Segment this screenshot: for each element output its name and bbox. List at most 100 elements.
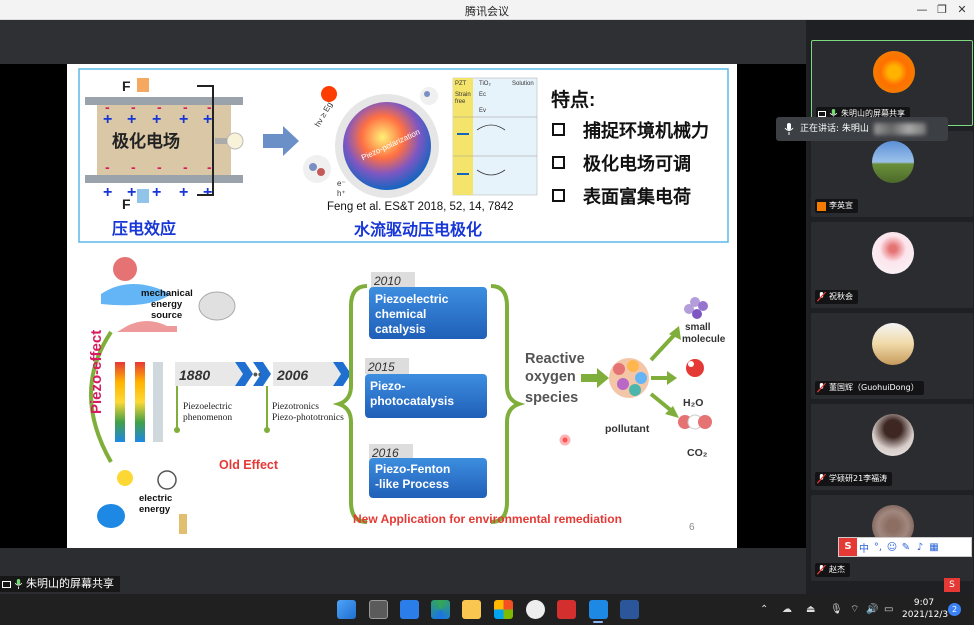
- new-application: New Application for environmental remedi…: [353, 512, 622, 526]
- force-top-arrow: [137, 78, 149, 92]
- speaking-label: 正在讲话: 朱明山: [800, 124, 869, 134]
- box-2-year: 2015: [367, 360, 395, 374]
- tronics-1: Piezotronics: [272, 402, 319, 412]
- svg-text:-: -: [131, 159, 136, 175]
- svg-text:+: +: [179, 184, 188, 201]
- notification-badge[interactable]: 2: [948, 603, 961, 616]
- mech-label-3: source: [151, 310, 182, 321]
- h2o-label: H₂O: [683, 397, 703, 409]
- year-1880: 1880: [179, 367, 210, 383]
- punctuation-icon[interactable]: °,: [873, 541, 883, 553]
- box-1-line-2: chemical: [375, 307, 426, 321]
- piezo-sandwich-diagram: F +++++ +++++ ----- ----- 极化电场 F 压电效应: [85, 78, 244, 238]
- panel-ev: Ev: [479, 108, 486, 114]
- participant-name: 赵杰: [815, 563, 850, 577]
- laser-pointer-icon: [559, 434, 571, 446]
- panel-ec: Ec: [479, 92, 486, 98]
- mic-icon: [14, 579, 23, 589]
- small-molecule-2: molecule: [682, 334, 726, 345]
- landscape-avatar: [872, 141, 914, 183]
- pdf-icon[interactable]: [557, 600, 576, 619]
- pheno-1: Piezoelectric: [183, 402, 232, 412]
- audio-level-icon: [874, 123, 926, 135]
- box-1-line-3: catalysis: [375, 322, 426, 336]
- microphone-icon[interactable]: 🎙: [830, 604, 843, 615]
- voice-input-icon[interactable]: ♪: [916, 541, 924, 553]
- grid-menu-icon[interactable]: ▦: [929, 541, 939, 553]
- mech-label-2: energy: [151, 299, 183, 310]
- svg-text:-: -: [207, 99, 212, 115]
- hole-label: h⁺: [337, 189, 346, 198]
- tronics-2: Piezo-phototronics: [272, 413, 344, 423]
- minimize-button[interactable]: —: [916, 3, 928, 16]
- left-brace: [332, 284, 368, 524]
- task-view-icon[interactable]: [369, 600, 388, 619]
- application-box-1: 2010 Piezoelectric chemical catalysis: [369, 272, 487, 339]
- piezo-effect-curve: [89, 330, 113, 463]
- mech-label-1: mechanical: [141, 288, 193, 299]
- participant-tile[interactable]: 李英宣: [811, 131, 973, 217]
- taskbar: ⌃ ☁ ⏏ 🎙 ⌔ 🔊 ▭ 9:07 2021/12/3 2: [0, 594, 974, 625]
- wifi-icon[interactable]: ⌔: [850, 604, 860, 615]
- volume-icon[interactable]: 🔊: [866, 604, 879, 615]
- file-explorer-icon[interactable]: [462, 600, 481, 619]
- feature-1: 捕捉环境机械力: [583, 120, 709, 141]
- ime-mode-toggle[interactable]: 中: [859, 543, 869, 555]
- effect-caption: 压电效应: [112, 219, 176, 238]
- svg-text:-: -: [157, 159, 162, 175]
- tencent-meeting-icon[interactable]: [589, 600, 608, 619]
- participant-panel: 朱明山的屏幕共享 李英宣 祝秋会 董国辉（GuohuiDong） 学硕研21李福…: [806, 20, 974, 594]
- participant-name: 李英宣: [815, 199, 858, 213]
- feature-3: 表面富集电荷: [583, 186, 691, 207]
- screen-share-label-text: 朱明山的屏幕共享: [26, 577, 114, 590]
- svg-text:-: -: [105, 159, 110, 175]
- mic-muted-icon: [817, 383, 826, 393]
- svg-text:+: +: [203, 184, 212, 201]
- meeting-top-strip: [0, 20, 806, 64]
- start-icon[interactable]: [337, 600, 356, 619]
- emoji-icon[interactable]: ☺: [886, 541, 898, 553]
- edge-icon[interactable]: [431, 600, 450, 619]
- screen-icon: [818, 111, 826, 117]
- sogou-logo-icon[interactable]: S: [839, 538, 857, 556]
- ros-line-2: oxygen: [525, 369, 576, 385]
- old-effect: Old Effect: [219, 458, 279, 472]
- pen-icon[interactable]: ✎: [901, 541, 911, 553]
- ime-toolbar[interactable]: S 中 °, ☺ ✎ ♪ ▦: [838, 537, 972, 557]
- application-box-2: 2015 Piezo- photocatalysis: [365, 358, 487, 418]
- products: small molecule H₂O CO₂: [678, 297, 726, 459]
- box-2-line-1: Piezo-: [370, 379, 405, 393]
- maximize-button[interactable]: ❐: [937, 3, 947, 16]
- piezo-effect-label: Piezo-effect: [88, 330, 105, 414]
- battery-icon[interactable]: ▭: [884, 604, 894, 615]
- box-2-line-2: photocatalysis: [370, 394, 454, 408]
- cloud-icon[interactable]: ☁: [782, 604, 792, 615]
- usb-icon[interactable]: ⏏: [806, 604, 816, 615]
- mic-muted-icon: [817, 474, 826, 484]
- widgets-icon[interactable]: [400, 600, 419, 619]
- field-label: 极化电场: [112, 131, 180, 151]
- participant-tile[interactable]: 董国辉（GuohuiDong）: [811, 313, 973, 399]
- elec-label-1: electric: [139, 493, 172, 504]
- panel-free: free: [455, 99, 466, 105]
- flower-pink-avatar: [872, 232, 914, 274]
- sogou-tray-icon[interactable]: S: [944, 578, 960, 592]
- clock[interactable]: 9:07 2021/12/3: [902, 597, 948, 621]
- panel-solution: Solution: [512, 81, 534, 87]
- electric-energy-illustration: electric energy: [97, 470, 187, 534]
- small-molecule-1: small: [685, 322, 711, 333]
- browser-icon[interactable]: [526, 600, 545, 619]
- water-caption: 水流驱动压电极化: [354, 220, 482, 239]
- svg-text:+: +: [203, 111, 212, 128]
- box-3-line-1: Piezo-Fenton: [375, 462, 450, 476]
- chevron-up-icon[interactable]: ⌃: [760, 604, 769, 615]
- store-icon[interactable]: [494, 600, 513, 619]
- word-icon[interactable]: [620, 600, 639, 619]
- close-button[interactable]: ✕: [957, 3, 967, 16]
- svg-text:+: +: [127, 184, 136, 201]
- participant-tile[interactable]: 祝秋会: [811, 222, 973, 308]
- participant-tile[interactable]: 学硕研21李福涛: [811, 404, 973, 490]
- participant-tile[interactable]: 朱明山的屏幕共享: [811, 40, 973, 126]
- svg-text:-: -: [183, 99, 188, 115]
- participant-name: 祝秋会: [815, 290, 858, 304]
